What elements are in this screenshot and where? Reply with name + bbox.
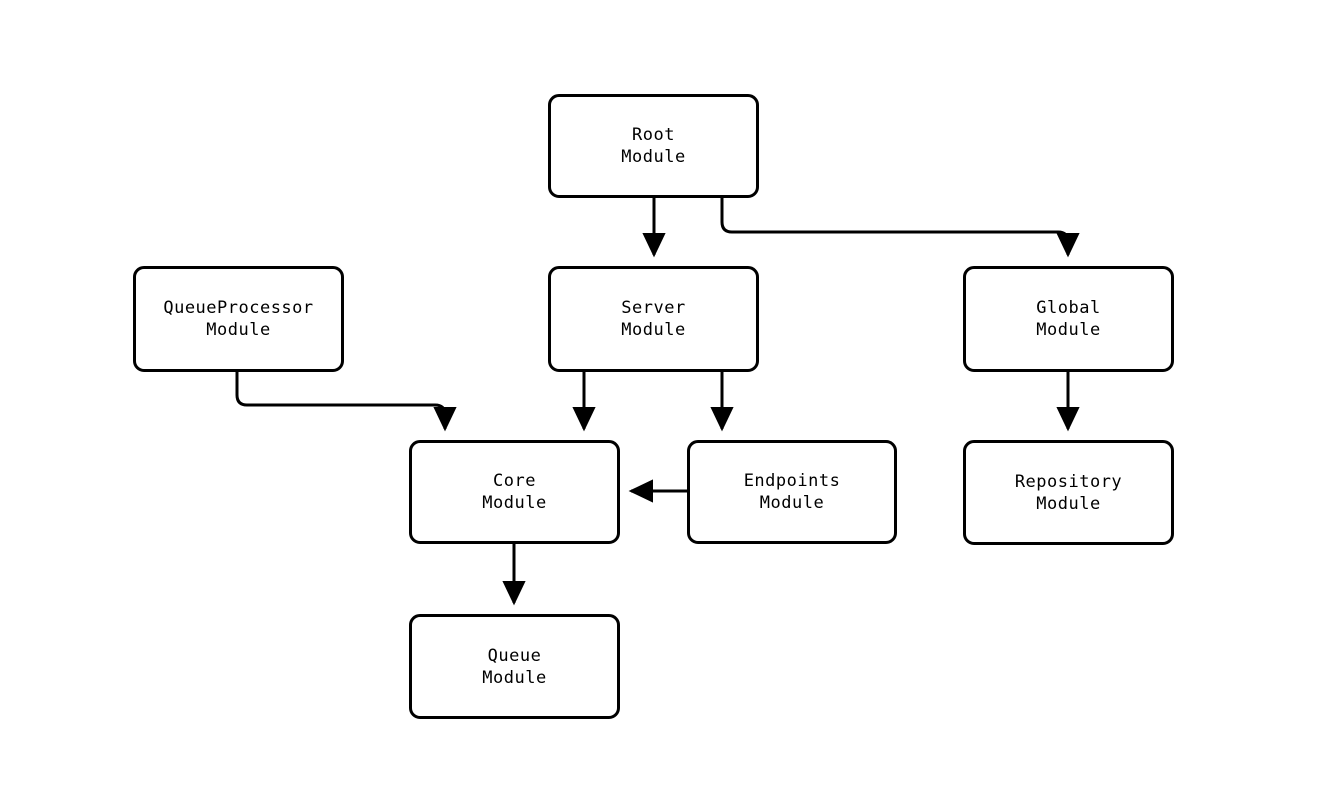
node-server-module-line1: Server <box>621 298 686 318</box>
node-root-module-line1: Root <box>632 125 675 145</box>
node-server-module[interactable]: Server Module <box>548 266 759 372</box>
node-endpoints-module-line2: Module <box>759 493 825 513</box>
node-repository-module[interactable]: Repository Module <box>963 440 1174 545</box>
edge-queueprocessor-to-core <box>235 372 457 432</box>
node-queue-module-line2: Module <box>482 667 547 688</box>
node-core-module-line2: Module <box>482 493 547 513</box>
node-server-module-line2: Module <box>621 320 686 340</box>
node-global-module[interactable]: Global Module <box>963 266 1174 372</box>
node-queueprocessor-module[interactable]: QueueProcessor Module <box>133 266 344 372</box>
edge-root-to-global <box>720 198 1080 258</box>
node-repository-module-line2: Module <box>1036 493 1101 514</box>
node-global-module-line1: Global <box>1036 298 1101 318</box>
node-global-module-line2: Module <box>1036 320 1101 340</box>
node-endpoints-module-line1: Endpoints <box>743 471 841 491</box>
node-repository-module-line1: Repository <box>1014 471 1123 492</box>
node-queueprocessor-module-line1: QueueProcessor <box>163 298 314 318</box>
node-root-module-line2: Module <box>621 147 686 167</box>
node-root-module[interactable]: Root Module <box>548 94 759 198</box>
node-core-module-line1: Core <box>493 471 536 491</box>
node-queue-module-line1: Queue <box>487 645 542 666</box>
node-queue-module[interactable]: Queue Module <box>409 614 620 719</box>
node-core-module[interactable]: Core Module <box>409 440 620 544</box>
node-endpoints-module[interactable]: Endpoints Module <box>687 440 897 544</box>
node-queueprocessor-module-line2: Module <box>206 320 271 340</box>
